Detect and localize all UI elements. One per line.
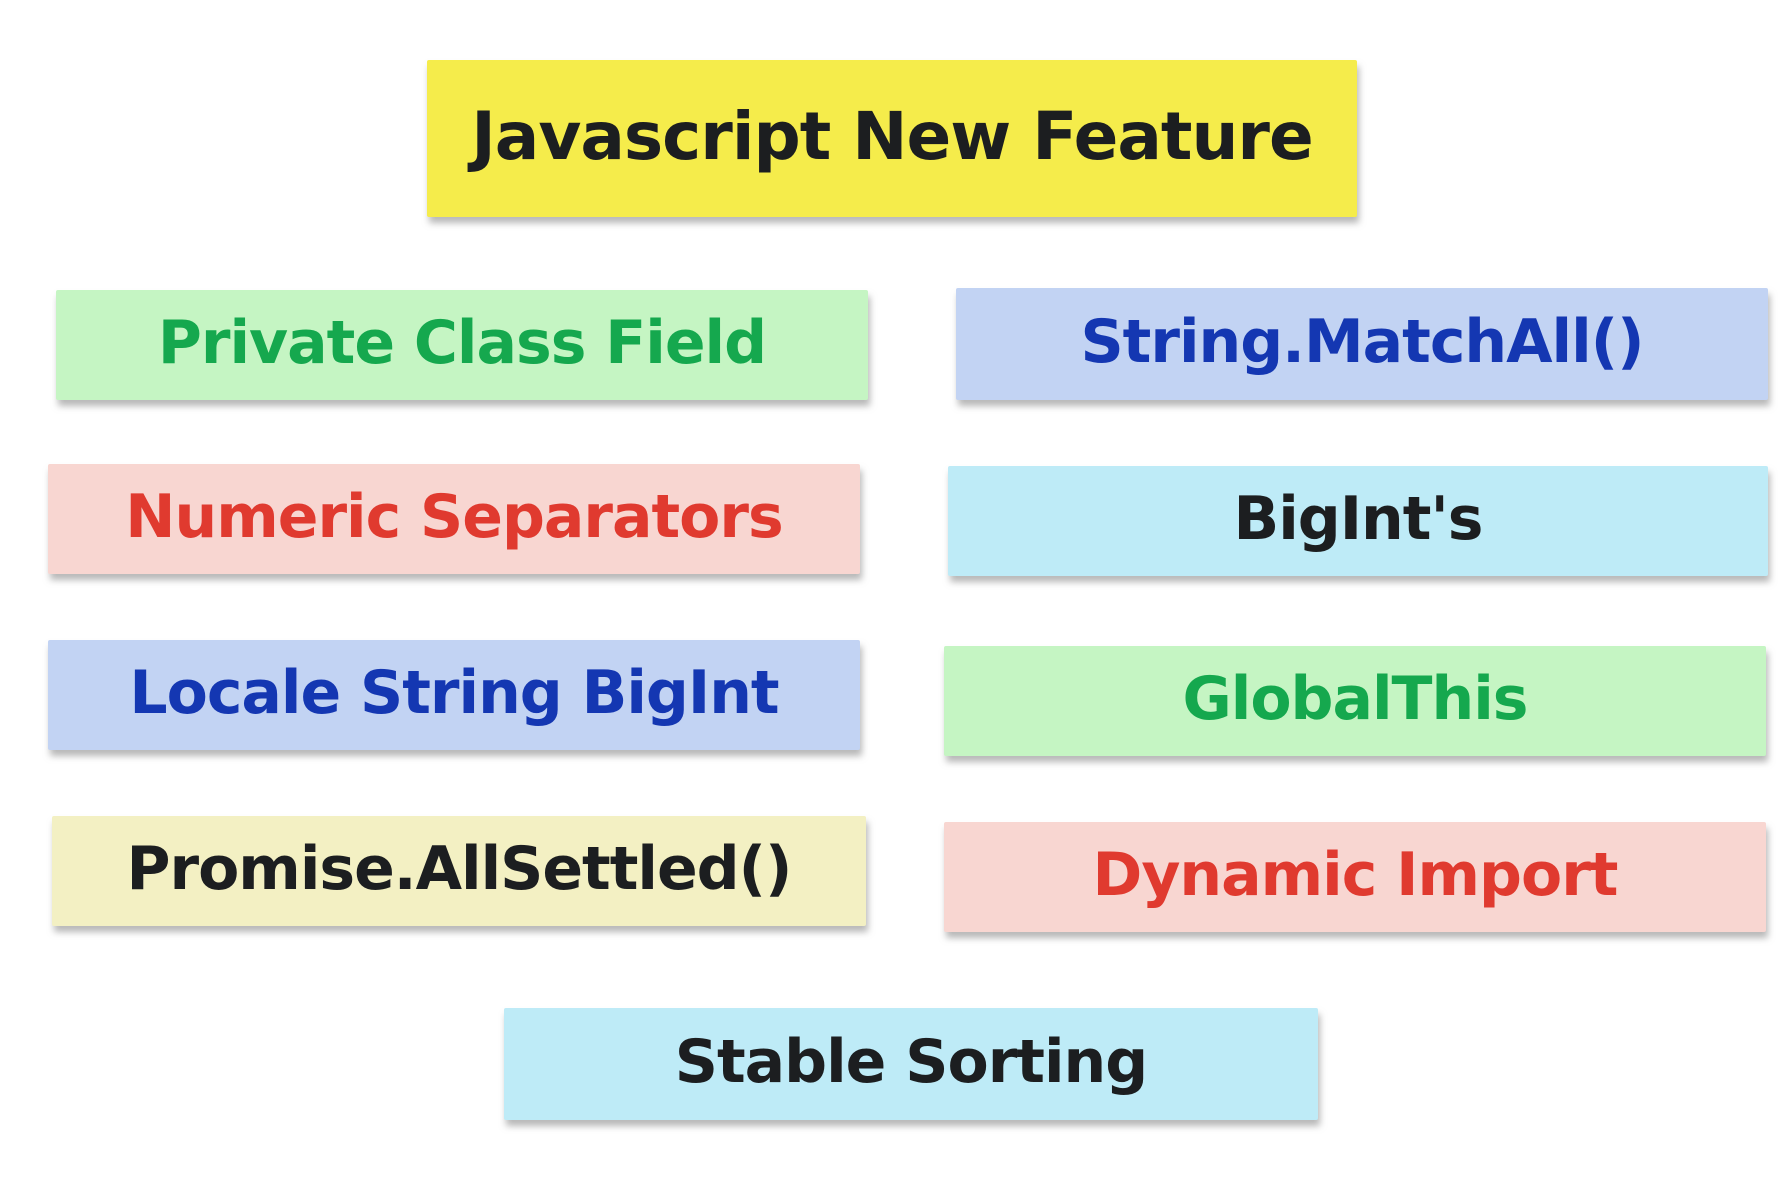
feature-box-label: Javascript New Feature <box>471 97 1314 175</box>
feature-box-label: Locale String BigInt <box>129 658 779 728</box>
box-globalthis: GlobalThis <box>944 646 1766 756</box>
feature-box-label: BigInt's <box>1233 484 1483 554</box>
feature-box-label: Dynamic Import <box>1092 840 1619 910</box>
box-private-class-field: Private Class Field <box>56 290 868 400</box>
feature-box-label: GlobalThis <box>1182 664 1529 734</box>
feature-box-label: Promise.AllSettled() <box>126 834 793 904</box>
box-bigints: BigInt's <box>948 466 1768 576</box>
box-stable-sorting: Stable Sorting <box>504 1008 1318 1120</box>
box-dynamic-import: Dynamic Import <box>944 822 1766 932</box>
feature-box-label: Numeric Separators <box>125 482 783 552</box>
feature-box-label: Stable Sorting <box>674 1027 1148 1097</box>
box-string-matchall: String.MatchAll() <box>956 288 1768 400</box>
title-box-javascript-new-feature: Javascript New Feature <box>427 60 1357 217</box>
feature-box-label: Private Class Field <box>157 308 767 378</box>
feature-box-label: String.MatchAll() <box>1080 307 1644 377</box>
box-promise-allsettled: Promise.AllSettled() <box>52 816 866 926</box>
box-locale-string-bigint: Locale String BigInt <box>48 640 860 750</box>
box-numeric-separators: Numeric Separators <box>48 464 860 574</box>
